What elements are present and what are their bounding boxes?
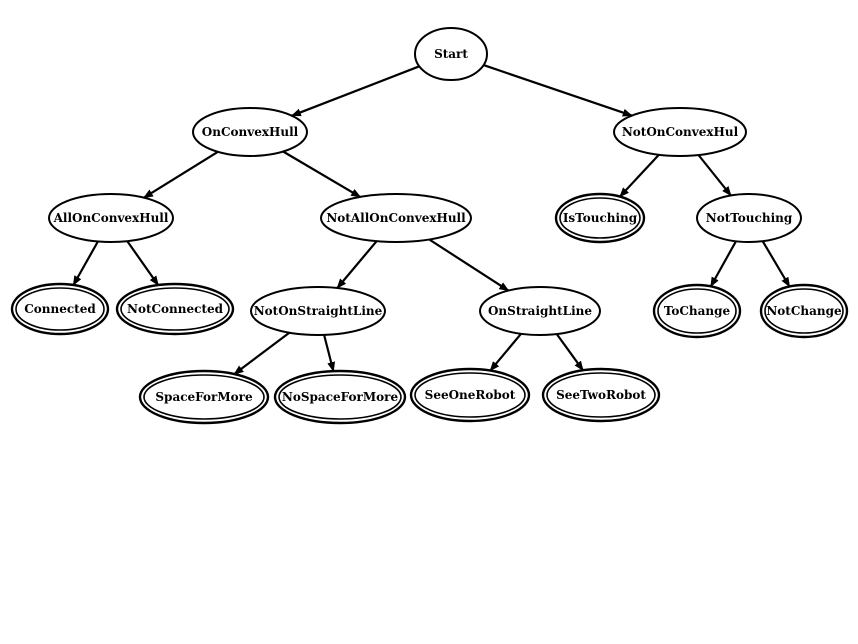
node-inner-ellipse: [15, 287, 105, 331]
node-outer-ellipse: [652, 283, 742, 339]
edge-on-convex-hull-to-all-on-convex-hull: [143, 150, 219, 199]
node-label-not-change: NotChange: [766, 304, 842, 318]
node-ellipse: [250, 286, 386, 336]
node-label-not-all-on-convex-hull: NotAllOnConvexHull: [326, 211, 466, 225]
node-not-on-convex-hul: NotOnConvexHul: [613, 107, 747, 157]
edge-not-on-straight-line-to-no-space-for-more: [323, 334, 336, 373]
node-outer-ellipse: [115, 282, 235, 336]
node-no-space-for-more: NoSpaceForMore: [273, 369, 407, 425]
node-label-see-one-robot: SeeOneRobot: [425, 388, 516, 402]
node-inner-ellipse: [764, 288, 844, 334]
node-see-two-robot: SeeTwoRobot: [541, 367, 661, 423]
node-all-on-convex-hull: AllOnConvexHull: [48, 193, 174, 243]
node-is-touching: IsTouching: [554, 192, 646, 244]
node-ellipse: [414, 27, 488, 81]
node-inner-ellipse: [120, 287, 230, 331]
node-label-space-for-more: SpaceForMore: [155, 390, 253, 404]
node-label-on-straight-line: OnStraightLine: [488, 304, 592, 318]
edges-layer: [72, 64, 791, 375]
edge-on-straight-line-to-see-two-robot: [555, 333, 584, 372]
node-ellipse: [48, 193, 174, 243]
node-ellipse: [479, 286, 601, 336]
node-label-not-connected: NotConnected: [127, 302, 224, 316]
node-space-for-more: SpaceForMore: [138, 369, 270, 425]
edge-all-on-convex-hull-to-connected: [72, 240, 99, 286]
edge-not-all-on-convex-hull-to-not-on-straight-line: [336, 240, 378, 289]
node-label-not-on-straight-line: NotOnStraightLine: [254, 304, 383, 318]
node-outer-ellipse: [273, 369, 407, 425]
node-label-connected: Connected: [24, 302, 96, 316]
node-ellipse: [613, 107, 747, 157]
node-inner-ellipse: [657, 288, 737, 334]
node-label-start: Start: [434, 47, 468, 61]
node-not-connected: NotConnected: [115, 282, 235, 336]
node-label-no-space-for-more: NoSpaceForMore: [282, 390, 399, 404]
node-not-on-straight-line: NotOnStraightLine: [250, 286, 386, 336]
node-outer-ellipse: [541, 367, 661, 423]
node-outer-ellipse: [138, 369, 270, 425]
node-inner-ellipse: [546, 372, 656, 418]
node-inner-ellipse: [414, 372, 526, 418]
node-label-see-two-robot: SeeTwoRobot: [556, 388, 646, 402]
node-not-all-on-convex-hull: NotAllOnConvexHull: [320, 193, 472, 243]
node-label-is-touching: IsTouching: [563, 211, 638, 225]
node-connected: Connected: [10, 282, 110, 336]
node-inner-ellipse: [278, 374, 402, 420]
node-inner-ellipse: [559, 197, 641, 239]
node-not-change: NotChange: [759, 283, 849, 339]
edge-not-touching-to-to-change: [709, 240, 737, 288]
node-ellipse: [696, 193, 802, 243]
node-to-change: ToChange: [652, 283, 742, 339]
node-ellipse: [320, 193, 472, 243]
node-on-convex-hull: OnConvexHull: [192, 107, 308, 157]
node-outer-ellipse: [409, 367, 531, 423]
edge-start-to-not-on-convex-hul: [483, 64, 633, 117]
node-label-not-on-convex-hul: NotOnConvexHul: [622, 125, 739, 139]
node-label-to-change: ToChange: [664, 304, 731, 318]
edge-not-on-convex-hul-to-not-touching: [697, 154, 732, 197]
node-label-not-touching: NotTouching: [706, 211, 793, 225]
edge-not-touching-to-not-change: [761, 240, 791, 288]
node-outer-ellipse: [759, 283, 849, 339]
node-start: Start: [414, 27, 488, 81]
node-outer-ellipse: [554, 192, 646, 244]
node-on-straight-line: OnStraightLine: [479, 286, 601, 336]
node-see-one-robot: SeeOneRobot: [409, 367, 531, 423]
node-ellipse: [192, 107, 308, 157]
edge-all-on-convex-hull-to-not-connected: [126, 240, 160, 286]
edge-on-convex-hull-to-not-all-on-convex-hull: [282, 150, 362, 198]
node-not-touching: NotTouching: [696, 193, 802, 243]
edge-not-all-on-convex-hull-to-on-straight-line: [428, 238, 510, 292]
edge-on-straight-line-to-see-one-robot: [489, 333, 522, 372]
edge-start-to-on-convex-hull: [290, 65, 420, 117]
node-label-on-convex-hull: OnConvexHull: [202, 125, 299, 139]
edge-not-on-convex-hul-to-is-touching: [619, 153, 660, 198]
node-inner-ellipse: [143, 374, 265, 420]
node-label-all-on-convex-hull: AllOnConvexHull: [53, 211, 169, 225]
edge-not-on-straight-line-to-space-for-more: [233, 331, 290, 375]
node-outer-ellipse: [10, 282, 110, 336]
